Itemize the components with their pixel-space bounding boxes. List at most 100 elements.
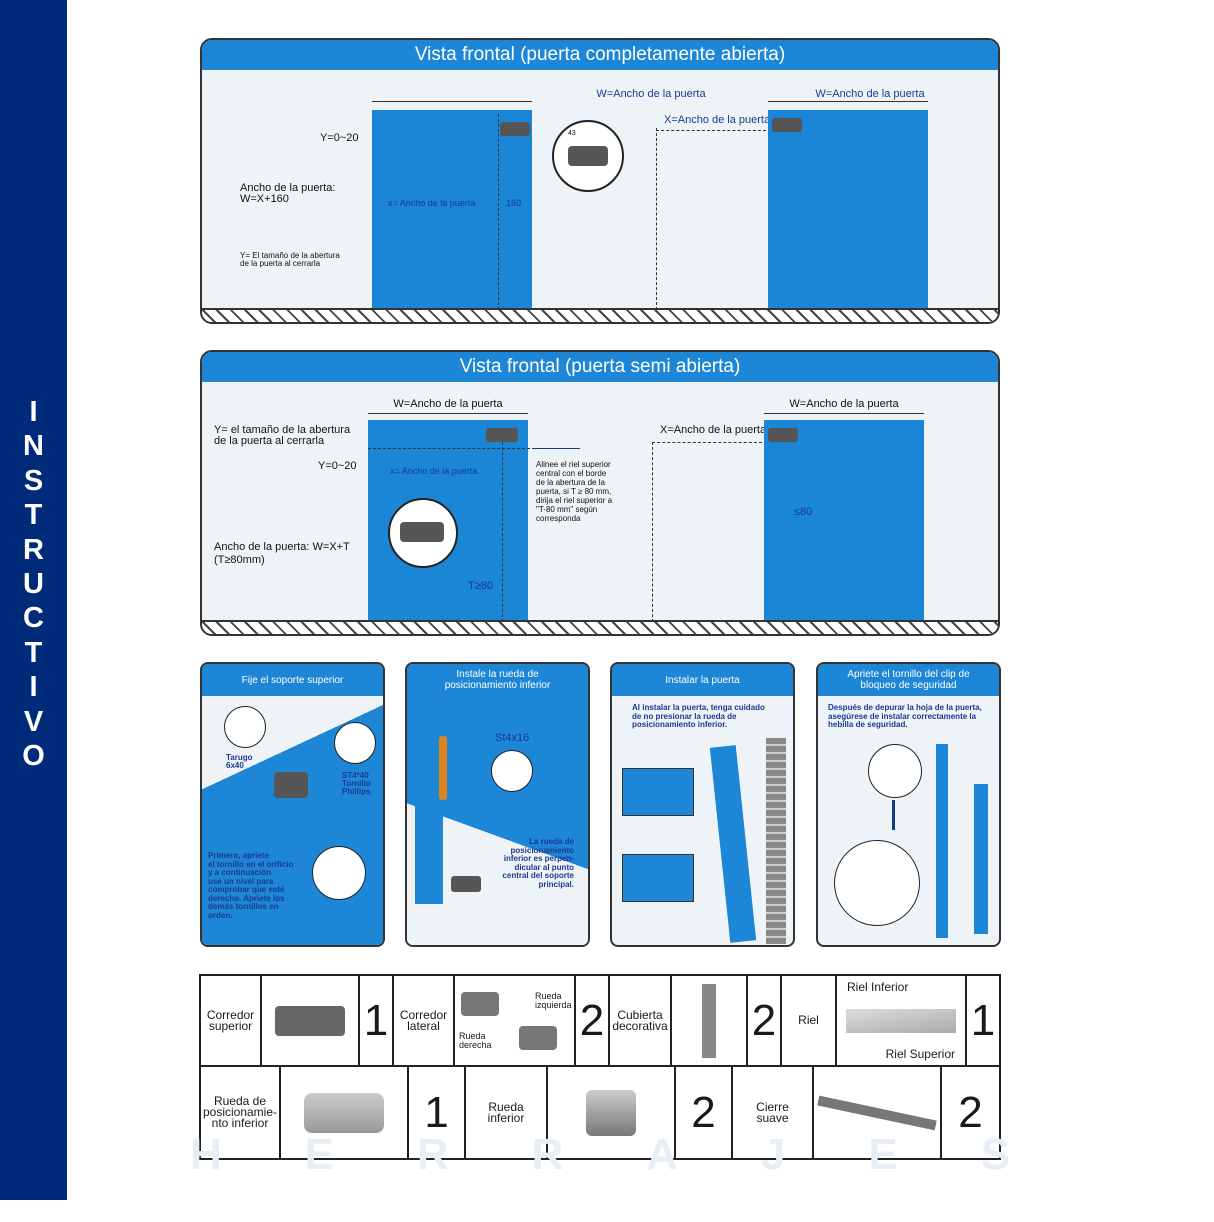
roller-icon xyxy=(768,428,798,442)
opening-guide xyxy=(656,130,766,131)
step-2-title-line: posicionamiento inferior xyxy=(444,680,551,691)
width-title: Ancho de la puerta: xyxy=(240,182,336,194)
part-name-line: inferior xyxy=(487,1110,525,1125)
note-line: Después de depurar la hoja de la puerta, xyxy=(828,703,982,712)
t-label: T≥80 xyxy=(468,580,493,592)
title-letter: S xyxy=(23,464,44,497)
clip-detail-icon xyxy=(868,744,922,798)
align-note-line: de la abertura de la xyxy=(536,478,605,487)
vertical-title: I N S T R U C T I V O xyxy=(0,395,67,773)
watermark-letter: H xyxy=(190,1130,222,1179)
part-name-line: superior xyxy=(208,1018,253,1033)
door-panel xyxy=(974,784,988,934)
part-qty: 2 xyxy=(576,976,610,1065)
title-letter: V xyxy=(23,705,44,738)
watermark-letter: R xyxy=(531,1130,564,1179)
qty-value: 2 xyxy=(958,1087,983,1137)
step-3-title: Instalar la puerta xyxy=(612,664,793,696)
door-panel xyxy=(936,744,948,938)
inner-x-label: x= Ancho de la puerta xyxy=(390,466,478,476)
door-graphic xyxy=(709,745,757,943)
plug-icon xyxy=(224,706,266,748)
wheel-detail-icon xyxy=(834,840,920,926)
align-note-line: puerta, si T ≥ 80 mm, xyxy=(536,487,612,496)
note-line: dicular al punto xyxy=(514,862,574,872)
screw-icon xyxy=(334,722,376,764)
watermark-letter: A xyxy=(646,1130,679,1179)
opening-guide xyxy=(656,128,657,310)
bottom-wheel-icon xyxy=(586,1089,636,1136)
watermark-letter: R xyxy=(416,1130,449,1179)
y-note: Y= el tamaño de la abertura xyxy=(214,424,351,436)
note-line: orden. xyxy=(208,910,233,920)
level-detail-icon xyxy=(312,846,366,900)
w-label-left: W=Ancho de la puerta xyxy=(596,88,706,100)
step-2-note: La rueda de posicionamiento inferior es … xyxy=(502,837,574,889)
title-letter: U xyxy=(23,568,44,601)
part-name-line: decorativa xyxy=(612,1018,668,1033)
door-right: ≤80 xyxy=(764,420,924,622)
step-4-note: Después de depurar la hoja de la puerta,… xyxy=(828,703,982,730)
note-line: Primero, apriete xyxy=(208,851,269,860)
sidebar-band xyxy=(0,0,67,1200)
center-guide xyxy=(498,114,499,310)
dimension-line xyxy=(368,413,528,414)
note-line: posicionamiento xyxy=(510,845,574,855)
watermark: H E R R A J E S xyxy=(190,1130,1010,1180)
le80-label: ≤80 xyxy=(794,506,813,518)
step-4-title-line: bloqueo de seguridad xyxy=(860,680,957,691)
y-note: Y= El tamaño de la abertura xyxy=(240,251,340,260)
y-note: de la puerta al cerrarla xyxy=(214,435,325,447)
soft-close-icon xyxy=(817,1095,937,1130)
part-name-line: Cubierta xyxy=(617,1007,663,1022)
width-formula: Ancho de la puerta: W=X+T xyxy=(214,541,350,553)
step-2-title-line: Instale la rueda de xyxy=(456,669,539,680)
brick-wall xyxy=(766,738,786,944)
note-line: Al instalar la puerta, tenga cuidado xyxy=(632,703,765,712)
bracket-icon xyxy=(274,772,308,798)
qty-value: 2 xyxy=(751,995,777,1045)
part-name-line: posicionamie- xyxy=(202,1105,278,1119)
floor-hatching xyxy=(202,308,998,322)
watermark-letter: S xyxy=(980,1130,1010,1179)
part-name-line: suave xyxy=(756,1110,789,1125)
roller-icon xyxy=(500,122,530,136)
part-image xyxy=(548,1067,676,1158)
note-line: hebilla de seguridad. xyxy=(828,720,908,729)
dimension-line xyxy=(764,413,924,414)
wrong-install-icon xyxy=(622,768,694,816)
arrow-down-icon xyxy=(892,800,895,830)
right-wheel-icon xyxy=(519,1026,557,1050)
roller-icon xyxy=(486,428,518,442)
part-qty: 1 xyxy=(360,976,394,1065)
top-guide xyxy=(368,448,530,449)
align-note-line: central con el borde xyxy=(536,469,607,478)
w-label-left: W=Ancho de la puerta xyxy=(393,398,503,410)
part-qty: 2 xyxy=(676,1067,733,1158)
title-letter: C xyxy=(23,602,44,635)
positioning-wheel-icon xyxy=(451,876,481,892)
align-note: Alinee el riel superior central con el b… xyxy=(536,460,612,523)
qty-value: 2 xyxy=(691,1087,716,1137)
step-3-note: Al instalar la puerta, tenga cuidado de … xyxy=(632,703,765,730)
panel-full-open-title: Vista frontal (puerta completamente abie… xyxy=(202,40,998,70)
title-letter: N xyxy=(23,430,44,463)
width-formula: W=X+160 xyxy=(240,193,289,205)
note-line: posicionamiento inferior. xyxy=(632,720,728,729)
align-note-line: "T-80 mm" según xyxy=(536,505,598,514)
align-note-line: dirija el riel superior a xyxy=(536,496,613,505)
watermark-letter: E xyxy=(868,1130,898,1179)
part-name-line: Corredor xyxy=(399,1007,448,1022)
door-edge xyxy=(415,704,443,904)
screwdriver-icon xyxy=(439,736,447,800)
x-label: X=Ancho de la puerta xyxy=(660,424,767,436)
rail-top-label: Riel Inferior xyxy=(847,980,909,994)
